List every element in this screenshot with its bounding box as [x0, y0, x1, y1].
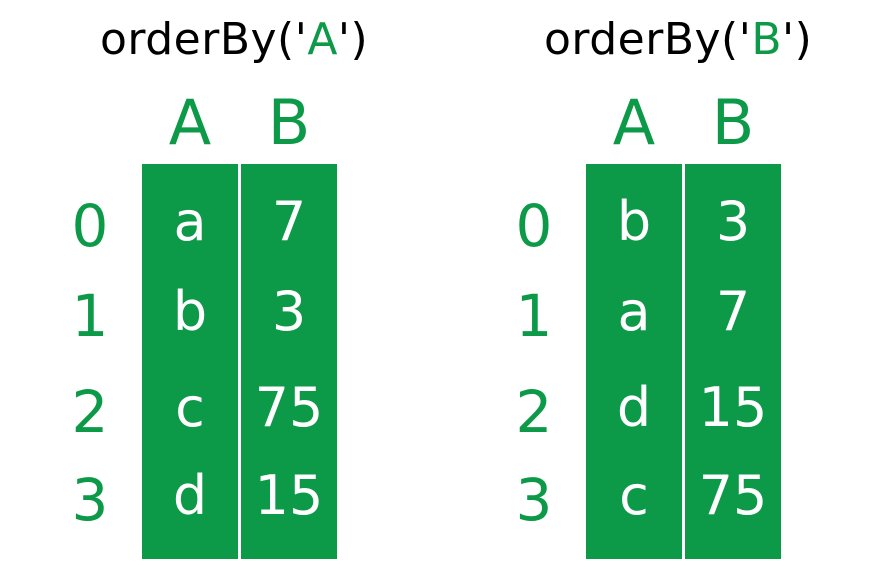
- column-header-b: B: [267, 86, 311, 159]
- cell-row1-a: b: [172, 280, 208, 343]
- cell-row1-a: a: [617, 280, 651, 343]
- title-prefix: orderBy(': [100, 14, 308, 65]
- title-prefix: orderBy(': [544, 14, 752, 65]
- column-header-a: A: [612, 86, 656, 159]
- orderby-a-panel: orderBy('A') A B 0 1 2 3 a 7 b 3 c 75 d …: [71, 12, 368, 559]
- cell-row2-a: d: [616, 376, 652, 439]
- cell-row2-b: 75: [254, 376, 324, 439]
- cell-row0-b: 3: [715, 190, 751, 253]
- row-index-1: 1: [515, 282, 553, 350]
- cell-row0-b: 7: [271, 190, 307, 253]
- cell-row2-a: c: [175, 376, 205, 439]
- cell-row0-a: a: [173, 190, 207, 253]
- cell-row0-a: b: [616, 190, 652, 253]
- panel-title: orderBy('A'): [100, 12, 368, 68]
- column-b-block: [241, 164, 337, 559]
- column-header-b: B: [711, 86, 755, 159]
- cell-row1-b: 3: [271, 280, 307, 343]
- cell-row1-b: 7: [715, 280, 751, 343]
- cell-row3-a: c: [619, 464, 649, 527]
- column-a-block: [142, 164, 238, 559]
- row-index-0: 0: [71, 192, 109, 260]
- cell-row3-b: 75: [698, 464, 768, 527]
- title-argument: A: [307, 14, 338, 65]
- cell-row2-b: 15: [698, 376, 768, 439]
- cell-row3-b: 15: [254, 464, 324, 527]
- title-argument: B: [751, 14, 782, 65]
- panel-title: orderBy('B'): [544, 12, 812, 68]
- column-header-a: A: [168, 86, 212, 159]
- column-b-block: [685, 164, 781, 559]
- cell-row3-a: d: [172, 464, 208, 527]
- orderby-b-panel: orderBy('B') A B 0 1 2 3 b 3 a 7 d 15 c …: [444, 0, 892, 569]
- row-index-3: 3: [71, 466, 109, 534]
- column-a-block: [586, 164, 682, 559]
- row-index-2: 2: [71, 378, 109, 446]
- row-index-0: 0: [515, 192, 553, 260]
- row-index-2: 2: [515, 378, 553, 446]
- row-index-3: 3: [515, 466, 553, 534]
- title-suffix: '): [337, 14, 369, 65]
- title-suffix: '): [782, 14, 813, 65]
- row-index-1: 1: [71, 282, 109, 350]
